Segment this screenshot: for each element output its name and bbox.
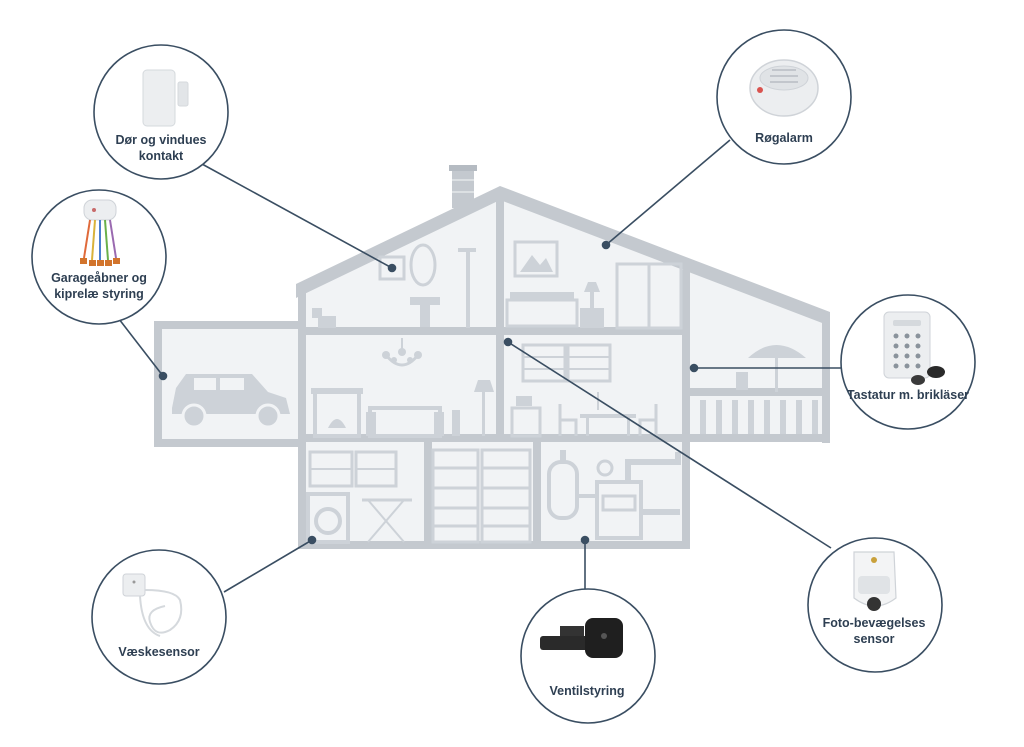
bedroom-furniture: [505, 240, 683, 330]
car: [172, 374, 290, 429]
water-sensor-icon: [122, 573, 183, 637]
water-sensor-callout: [91, 549, 227, 685]
smoke-alarm-point: [601, 240, 611, 250]
pantry-shelves: [431, 448, 532, 544]
garage-relay-label: Garageåbner og kiprelæ styring: [51, 271, 147, 301]
smoke-alarm-icon: [749, 59, 819, 117]
door-sensor-point: [387, 263, 397, 273]
boiler-room-equipment: [547, 450, 681, 540]
smoke-alarm-label: Røgalarm: [755, 131, 813, 145]
kitchen-furniture: [510, 343, 658, 438]
water-sensor-point: [307, 535, 317, 545]
motion-sensor-label: Foto-bevægelses sensor: [822, 616, 926, 646]
chimney: [452, 168, 474, 208]
keypad-label: Tastatur m. brikläser: [846, 388, 970, 402]
living-room-furniture: [311, 338, 494, 438]
valve-point: [580, 535, 590, 545]
relay-module-icon: [80, 199, 120, 266]
motion-sensor-point: [503, 337, 513, 347]
motion-camera-sensor-icon: [853, 551, 897, 611]
terrace-furniture: [700, 345, 818, 434]
valve-label: Ventilstyring: [549, 684, 625, 698]
door-sensor-label: Dør og vindues kontakt: [115, 133, 207, 163]
water-sensor-label: Væskesensor: [118, 645, 200, 659]
roof: [296, 186, 830, 326]
bathroom-furniture: [312, 243, 476, 328]
house-illustration: [154, 165, 830, 549]
keypad-icon: [883, 311, 945, 385]
door-window-sensor-icon: [142, 69, 189, 127]
valve-controller-icon: [540, 618, 623, 658]
garage-relay-point: [158, 371, 168, 381]
keypad-point: [689, 363, 699, 373]
laundry-furniture: [306, 450, 412, 544]
connector-lines: [111, 139, 843, 593]
